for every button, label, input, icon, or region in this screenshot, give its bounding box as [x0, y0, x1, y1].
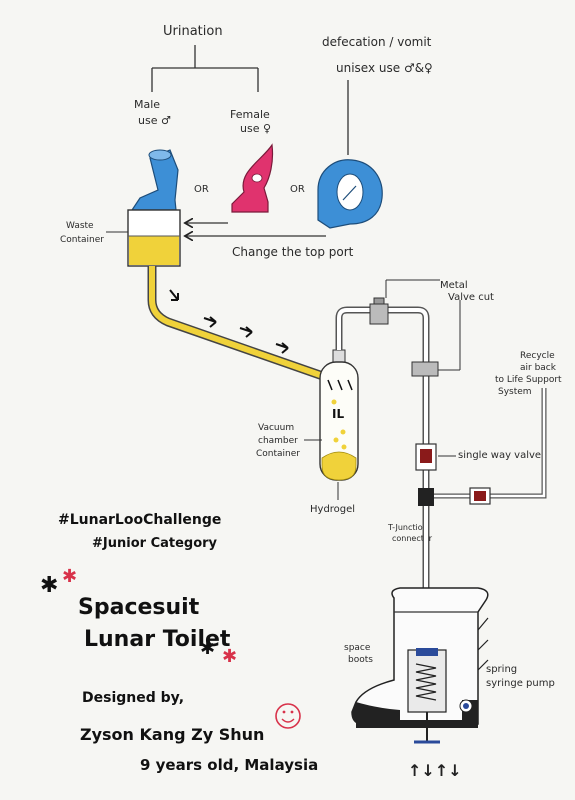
spring-pump-label: spring	[486, 664, 517, 675]
recycle-air-pipe	[432, 388, 547, 499]
or-label-2: OR	[290, 184, 305, 195]
metal-valve-label-2: Valve cut	[448, 292, 494, 303]
recycle-label-4: System	[498, 387, 532, 397]
defecation-label: defecation / vomit	[322, 35, 432, 49]
designed-by: Designed by,	[82, 690, 184, 706]
t-junction-label-2: connector	[392, 534, 433, 543]
metal-valve-label: Metal	[440, 280, 468, 291]
hashtag-challenge: #LunarLooChallenge	[58, 512, 221, 528]
urination-label: Urination	[163, 24, 223, 39]
defecation-label-2: unisex use ♂&♀	[336, 61, 433, 75]
space-boots-label-2: boots	[348, 655, 373, 665]
star-icon-1: ✱	[40, 573, 58, 598]
or-label-1: OR	[194, 184, 209, 195]
project-title-line2: Lunar Toilet	[84, 627, 231, 652]
spring-pump-label-2: syringe pump	[486, 678, 555, 689]
space-boots-label: space	[344, 643, 371, 653]
waste-container-label-2: Container	[60, 235, 104, 245]
vacuum-chamber-label-2: chamber	[258, 436, 298, 446]
recycle-label-3: to Life Support	[495, 375, 562, 385]
recycle-label-2: air back	[520, 363, 557, 373]
star-icon-4: ✱	[222, 646, 237, 667]
vacuum-il-text: IL	[332, 407, 344, 421]
male-use-label: Male	[134, 98, 160, 111]
designer-age-country: 9 years old, Malaysia	[140, 756, 318, 774]
star-icon-2: ✱	[62, 566, 77, 587]
vacuum-chamber-label-3: Container	[256, 449, 300, 459]
flow-arrow-3	[239, 326, 253, 338]
designer-name: Zyson Kang Zy Shun	[80, 725, 264, 744]
t-junction-connector	[418, 488, 434, 506]
change-top-port-label: Change the top port	[232, 245, 354, 259]
syringe-pump	[407, 649, 447, 713]
recycle-label: Recycle	[520, 351, 555, 361]
female-use-label: Female	[230, 108, 270, 121]
flow-arrow-1	[169, 289, 179, 301]
male-use-label-2: use ♂	[138, 114, 171, 127]
t-junction-label: T-Junction	[387, 523, 428, 532]
vacuum-chamber-label: Vacuum	[258, 423, 294, 433]
smiley-icon	[275, 703, 301, 729]
hydrogel-label: Hydrogel	[310, 504, 355, 515]
metal-valve-top	[369, 303, 389, 325]
female-use-label-2: use ♀	[240, 122, 271, 135]
project-title-line1: Spacesuit	[78, 595, 200, 620]
hashtag-category: #Junior Category	[92, 536, 218, 551]
flow-arrow-2	[203, 316, 217, 328]
pump-arrows: ↑↓↑↓	[408, 761, 462, 780]
metal-valve-side	[411, 361, 439, 377]
star-icon-3: ✱	[200, 638, 215, 659]
waste-container-label: Waste	[66, 221, 94, 231]
flow-arrow-4	[275, 342, 289, 354]
single-way-valve-label: single way valve	[458, 450, 541, 461]
